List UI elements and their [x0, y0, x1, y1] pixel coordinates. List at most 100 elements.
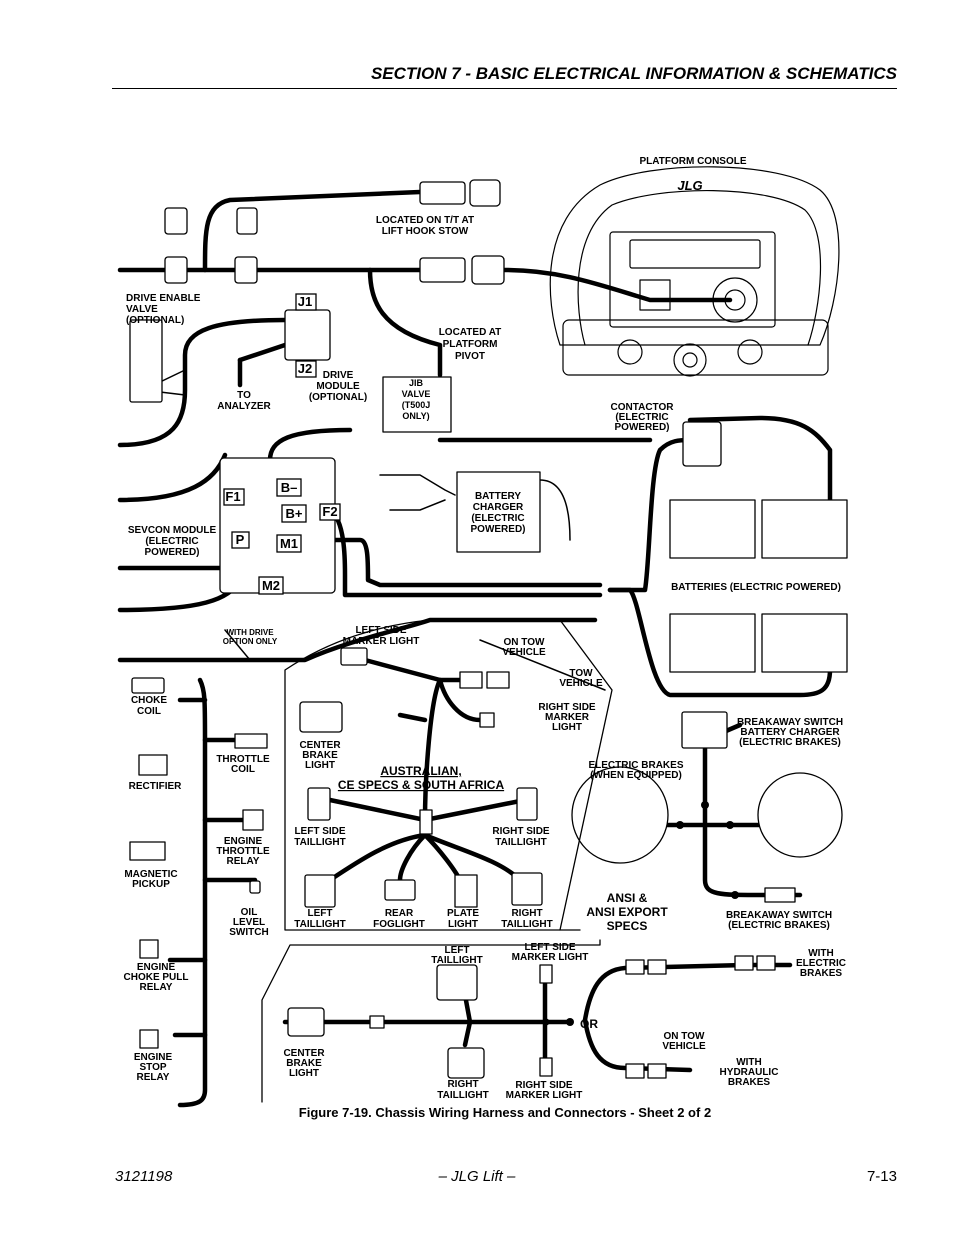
- label-located-tt-line-2: LIFT HOOK STOW: [382, 226, 469, 237]
- label-engine-throttle-line-1: ENGINE: [224, 836, 263, 847]
- doc-number: 3121198: [115, 1168, 173, 1185]
- label-plate-line-2: LIGHT: [448, 919, 478, 930]
- label-aus-line-1: AUSTRALIAN,: [380, 764, 461, 778]
- label-right-tail-line-1: RIGHT: [511, 908, 542, 919]
- region-outlines: [261, 619, 613, 1103]
- label-choke-coil-line-1: CHOKE: [131, 695, 167, 706]
- label-magnetic-pickup-line-2: PICKUP: [132, 879, 170, 890]
- label-located-pivot-line-2: PLATFORM: [443, 339, 498, 350]
- label-box-p: [231, 531, 250, 549]
- label-ansi-line-1: ANSI &: [607, 891, 648, 905]
- label-battery-charger-line-3: (ELECTRIC: [471, 513, 524, 524]
- label-drive-module-line-1: DRIVE: [323, 370, 354, 381]
- label-left-tail-2-line-2: TAILLIGHT: [431, 955, 482, 966]
- label-jib-valve-line-1: JIB: [409, 378, 424, 388]
- label-b-minus: B–: [281, 480, 298, 495]
- label-with-electric-line-3: BRAKES: [800, 968, 843, 979]
- label-left-tail-line-1: LEFT: [308, 908, 333, 919]
- label-plate-line-1: PLATE: [447, 908, 479, 919]
- label-with-electric-line-1: WITH: [808, 948, 834, 959]
- label-left-side-marker-2-line-2: MARKER LIGHT: [512, 952, 589, 963]
- label-choke-coil-line-2: COIL: [137, 706, 161, 717]
- platform-console: [549, 166, 840, 377]
- label-electric-brakes-line-1: ELECTRIC BRAKES: [588, 760, 683, 771]
- label-oil-level-line-3: SWITCH: [229, 927, 268, 938]
- label-located-tt-line-1: LOCATED ON T/T AT: [376, 215, 474, 226]
- label-left-side-marker-2-line-1: LEFT SIDE: [524, 942, 575, 953]
- label-contactor-line-1: CONTACTOR: [611, 402, 675, 413]
- label-box-b_plus: [281, 504, 307, 523]
- label-battery-charger-line-1: BATTERY: [475, 491, 521, 502]
- label-engine-stop-line-1: ENGINE: [134, 1052, 173, 1063]
- label-rear-fog-line-2: FOGLIGHT: [373, 919, 425, 930]
- label-located-pivot-line-1: LOCATED AT: [439, 327, 502, 338]
- label-drive-enable-line-2: VALVE: [126, 304, 158, 315]
- label-center-brake-2-line-1: CENTER: [283, 1048, 325, 1059]
- label-right-side-marker-line-3: LIGHT: [552, 722, 582, 733]
- label-right-side-marker-line-2: MARKER: [545, 712, 590, 723]
- label-left-side-marker-line-1: LEFT SIDE: [355, 625, 406, 636]
- label-left-tail-2-line-1: LEFT: [445, 945, 470, 956]
- label-engine-choke-line-2: CHOKE PULL: [124, 972, 189, 983]
- label-engine-choke-line-1: ENGINE: [137, 962, 176, 973]
- label-left-side-tail-line-1: LEFT SIDE: [294, 826, 345, 837]
- label-battery-charger-line-4: POWERED): [471, 524, 526, 535]
- console-logo: JLG: [677, 178, 702, 193]
- label-j2: J2: [298, 361, 312, 376]
- label-located-pivot-line-3: PIVOT: [455, 351, 485, 362]
- label-right-tail-2-line-1: RIGHT: [447, 1079, 478, 1090]
- label-jib-valve-line-2: VALVE: [402, 389, 431, 399]
- label-engine-stop-line-3: RELAY: [137, 1072, 170, 1083]
- label-oil-level-line-1: OIL: [241, 907, 258, 918]
- label-breakaway-charger-line-3: (ELECTRIC BRAKES): [739, 737, 841, 748]
- label-sevcon-line-3: POWERED): [145, 547, 200, 558]
- label-breakaway-elec-line-1: BREAKAWAY SWITCH: [726, 910, 832, 921]
- label-j1: J1: [298, 294, 312, 309]
- label-sevcon-line-2: (ELECTRIC: [145, 536, 198, 547]
- label-throttle-coil-line-2: COIL: [231, 764, 255, 775]
- label-box-f1: [223, 488, 245, 506]
- page-number: 7-13: [866, 1168, 897, 1185]
- label-contactor-line-3: POWERED): [615, 422, 670, 433]
- label-box-j2: [295, 360, 317, 378]
- label-engine-throttle-line-2: THROTTLE: [216, 846, 270, 857]
- label-m1: M1: [280, 536, 298, 551]
- label-tow-vehicle-line-1: TOW: [569, 668, 593, 679]
- label-drive-module-line-2: MODULE: [316, 381, 360, 392]
- label-right-tail-line-2: TAILLIGHT: [501, 919, 552, 930]
- section-title: SECTION 7 - BASIC ELECTRICAL INFORMATION…: [370, 64, 897, 83]
- label-magnetic-pickup-line-1: MAGNETIC: [124, 869, 177, 880]
- label-drive-module-line-3: (OPTIONAL): [309, 392, 367, 403]
- label-breakaway-charger-line-1: BREAKAWAY SWITCH: [737, 717, 843, 728]
- label-rectifier: RECTIFIER: [129, 781, 183, 792]
- label-contactor-line-2: (ELECTRIC: [615, 412, 668, 423]
- label-right-side-marker-2-line-1: RIGHT SIDE: [515, 1080, 573, 1091]
- label-ansi-line-2: ANSI EXPORT: [586, 905, 668, 919]
- label-center-brake-2-line-3: LIGHT: [289, 1068, 319, 1079]
- label-right-side-tail-line-2: TAILLIGHT: [495, 837, 546, 848]
- label-sevcon-line-1: SEVCON MODULE: [128, 525, 217, 536]
- label-with-hydraulic-line-2: HYDRAULIC: [720, 1067, 779, 1078]
- label-center-brake-1-line-2: BRAKE: [302, 750, 338, 761]
- label-drive-enable-line-3: (OPTIONAL): [126, 315, 184, 326]
- label-throttle-coil-line-1: THROTTLE: [216, 754, 270, 765]
- label-box-b_minus: [276, 478, 302, 497]
- label-with-drive-line-2: OPTION ONLY: [223, 637, 278, 646]
- label-center-brake-1-line-1: CENTER: [299, 740, 341, 751]
- label-batteries: BATTERIES (ELECTRIC POWERED): [671, 582, 841, 593]
- label-with-hydraulic-line-3: BRAKES: [728, 1077, 771, 1088]
- label-left-side-marker-line-2: MARKER LIGHT: [343, 636, 420, 647]
- label-b-plus: B+: [286, 506, 303, 521]
- label-engine-choke-line-3: RELAY: [140, 982, 173, 993]
- label-f1: F1: [225, 489, 240, 504]
- label-electric-brakes-line-2: (WHEN EQUIPPED): [590, 770, 682, 781]
- company-name: – JLG Lift –: [438, 1168, 516, 1185]
- label-battery-charger-line-2: CHARGER: [473, 502, 524, 513]
- label-box-m1: [276, 534, 302, 553]
- label-right-side-marker-line-1: RIGHT SIDE: [538, 702, 596, 713]
- label-jib-valve-line-3: (T500J: [402, 400, 431, 410]
- label-rear-fog-line-1: REAR: [385, 908, 414, 919]
- label-m2: M2: [262, 578, 280, 593]
